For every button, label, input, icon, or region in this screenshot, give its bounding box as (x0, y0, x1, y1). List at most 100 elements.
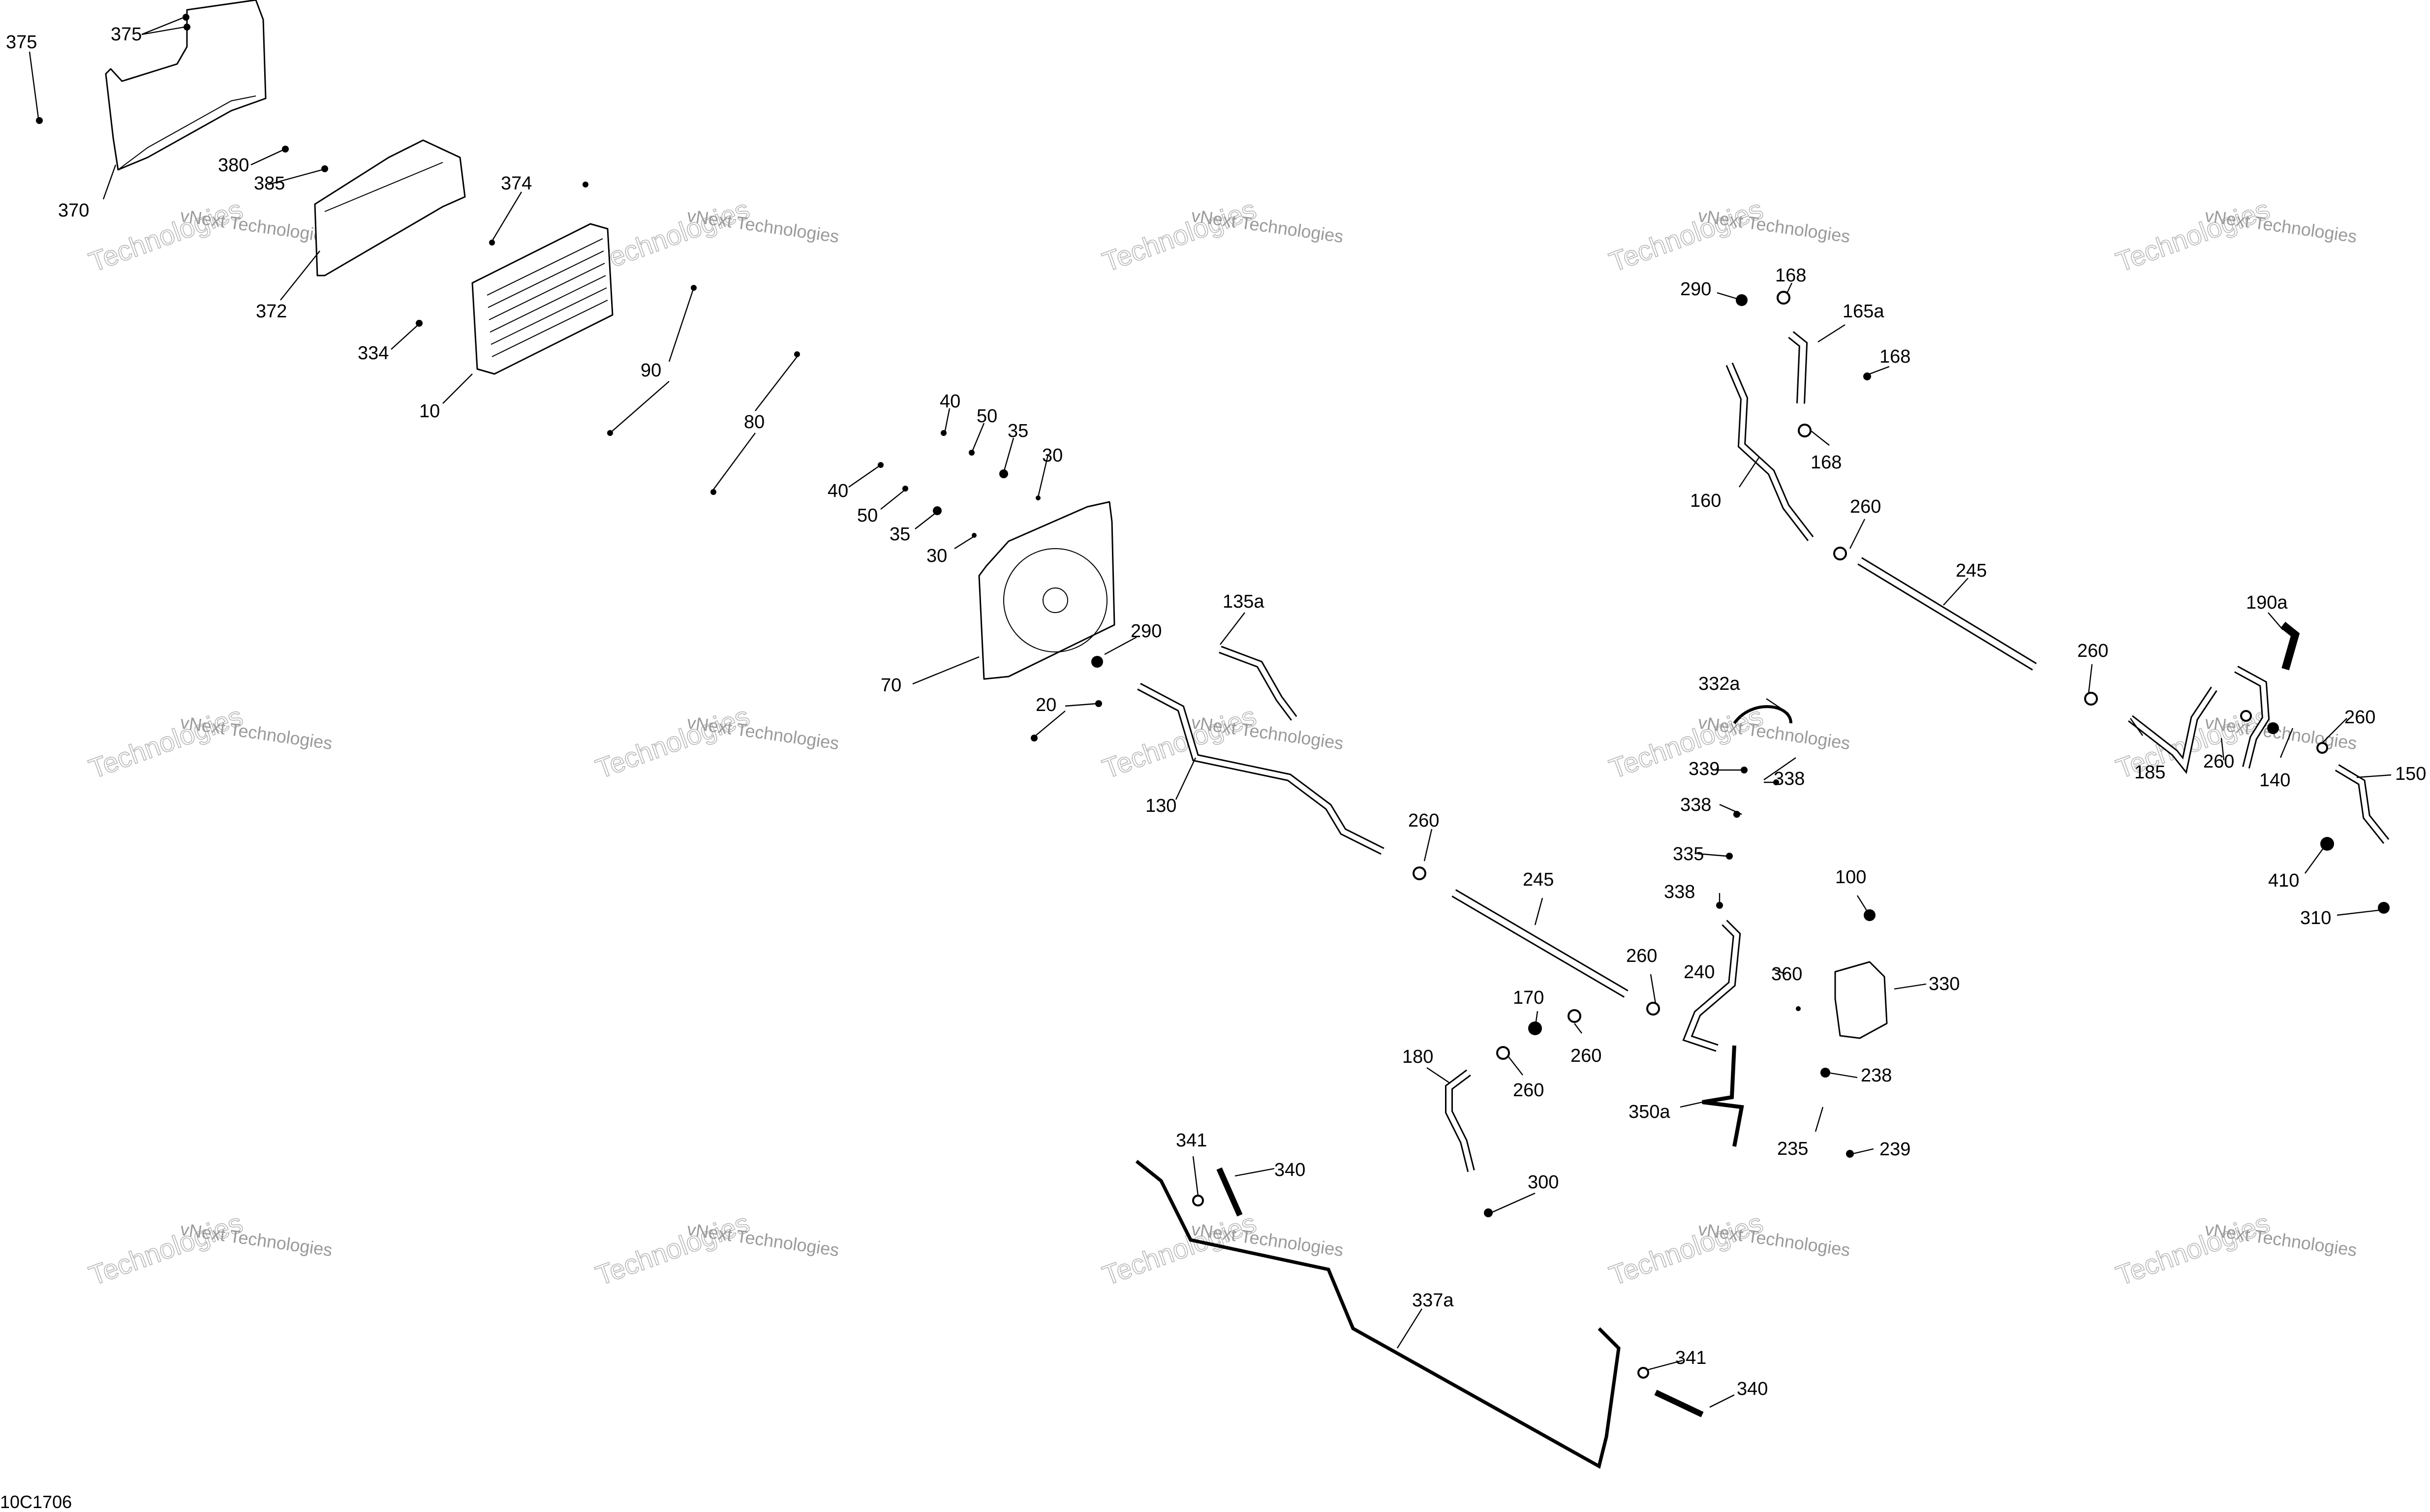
fan-70-ring (1003, 548, 1107, 652)
hose-185-inner (2128, 687, 2216, 771)
parts (105, 0, 2390, 1469)
callout-260: 260 (1570, 1046, 1601, 1066)
callout-245: 245 (1523, 869, 1554, 890)
svg-text:Technologies: Technologies (1605, 1207, 1767, 1291)
hose-340-upper (1216, 1167, 1243, 1217)
callout-150: 150 (2395, 764, 2426, 784)
callout-339: 339 (1689, 759, 1720, 779)
grommet-290 (1091, 656, 1103, 668)
callout-260: 260 (2344, 707, 2375, 728)
callout-190a: 190a (2246, 592, 2288, 613)
svg-text:Technologies: Technologies (591, 700, 753, 784)
callout-260: 260 (1850, 496, 1881, 517)
hose-190a-upper (2280, 621, 2300, 671)
callout-30: 30 (926, 546, 947, 566)
watermark: Technologies (591, 193, 754, 278)
watermark-text: vNext Technologies (2204, 205, 2358, 247)
watermarks: Technologies vNext Technologies Technolo… (85, 193, 2358, 1292)
tube-337a (1135, 1160, 1621, 1469)
hose-130 (1137, 682, 1384, 855)
fastener-385 (321, 165, 328, 172)
callout-338: 338 (1664, 882, 1695, 902)
watermark: Technologies (85, 193, 247, 278)
callout-35: 35 (1008, 421, 1028, 441)
watermark: Technologies (1098, 193, 1261, 278)
callout-20: 20 (1036, 695, 1056, 715)
callout-240: 240 (1684, 962, 1715, 983)
callout-330: 330 (1929, 974, 1960, 994)
watermark: Technologies (2112, 1206, 2274, 1292)
watermark: Technologies (591, 1206, 754, 1292)
hose-135a-inner (1219, 647, 1296, 720)
fitting-310 (2378, 902, 2390, 914)
svg-text:Technologies: Technologies (591, 193, 753, 278)
callout-340: 340 (1274, 1160, 1305, 1180)
callouts: 375 375 370 380 385 372 374 334 10 90 80… (6, 24, 2426, 1399)
callout-245: 245 (1956, 560, 1987, 581)
callout-235: 235 (1777, 1139, 1808, 1159)
clamp-260 (1833, 547, 1847, 560)
fitting-238 (1820, 1068, 1830, 1078)
callout-374: 374 (501, 173, 532, 194)
callout-370: 370 (58, 200, 89, 221)
callout-310: 310 (2300, 908, 2331, 928)
bolt-80 (794, 351, 800, 357)
deflector-372-fold (324, 162, 443, 212)
callout-341: 341 (1675, 1348, 1706, 1368)
callout-239: 239 (1879, 1139, 1910, 1160)
fan-assembly-70 (978, 501, 1115, 680)
watermark-text: vNext Technologies (686, 205, 840, 247)
callout-350a: 350a (1629, 1102, 1670, 1122)
clamp-260 (2084, 692, 2098, 706)
callout-160: 160 (1690, 491, 1721, 511)
callout-90: 90 (641, 360, 661, 381)
watermark: Technologies (85, 1206, 247, 1292)
watermark: Technologies (591, 700, 754, 785)
thermostat-140 (2267, 722, 2279, 734)
fitting-335 (1716, 902, 1723, 909)
fastener-375 (36, 117, 43, 124)
watermark-text: vNext Technologies (179, 712, 334, 753)
fastener-35 (999, 469, 1008, 478)
callout-50: 50 (977, 406, 997, 427)
fastener-40 (941, 430, 947, 436)
watermark-text: vNext Technologies (2204, 1219, 2358, 1260)
svg-text:Technologies: Technologies (85, 193, 246, 278)
watermark: Technologies (1605, 193, 1767, 278)
callout-168: 168 (1775, 265, 1806, 286)
callout-10: 10 (419, 401, 440, 422)
watermark-text: vNext Technologies (1190, 1219, 1345, 1260)
sensor-410 (2320, 837, 2334, 851)
callout-334: 334 (358, 343, 389, 364)
callout-40: 40 (828, 481, 848, 501)
callout-50: 50 (857, 505, 878, 526)
pipe-245-lower-inner (1452, 890, 1628, 997)
svg-text:Technologies: Technologies (1605, 193, 1767, 278)
hose-240-inner (1684, 921, 1740, 1050)
callout-238: 238 (1861, 1065, 1892, 1086)
callout-135a: 135a (1223, 591, 1264, 612)
clamp-260 (1413, 866, 1426, 880)
watermark-text: vNext Technologies (1697, 1219, 1851, 1260)
fastener-338 (1773, 779, 1779, 785)
hose-160-inner (1727, 363, 1813, 541)
hose-190a-inner (2235, 667, 2269, 769)
fasteners (36, 14, 2390, 1379)
deflector-372 (314, 139, 466, 277)
fastener-334 (416, 320, 423, 327)
callout-375: 375 (111, 24, 142, 45)
fastener-338 (1726, 853, 1733, 860)
clip-339 (1741, 767, 1748, 773)
diagram-code: 10C1706 (0, 1492, 72, 1512)
clamp-341 (1192, 1195, 1204, 1206)
callout-260: 260 (2077, 641, 2108, 661)
fastener-20 (1095, 700, 1102, 707)
callout-290: 290 (1131, 621, 1162, 642)
watermark-text: vNext Technologies (686, 1219, 840, 1260)
callout-165a: 165a (1843, 301, 1884, 322)
clip-332a (1733, 705, 1792, 724)
callout-385: 385 (254, 173, 285, 194)
callout-410: 410 (2268, 870, 2299, 891)
radiator-10-fins (487, 238, 608, 357)
